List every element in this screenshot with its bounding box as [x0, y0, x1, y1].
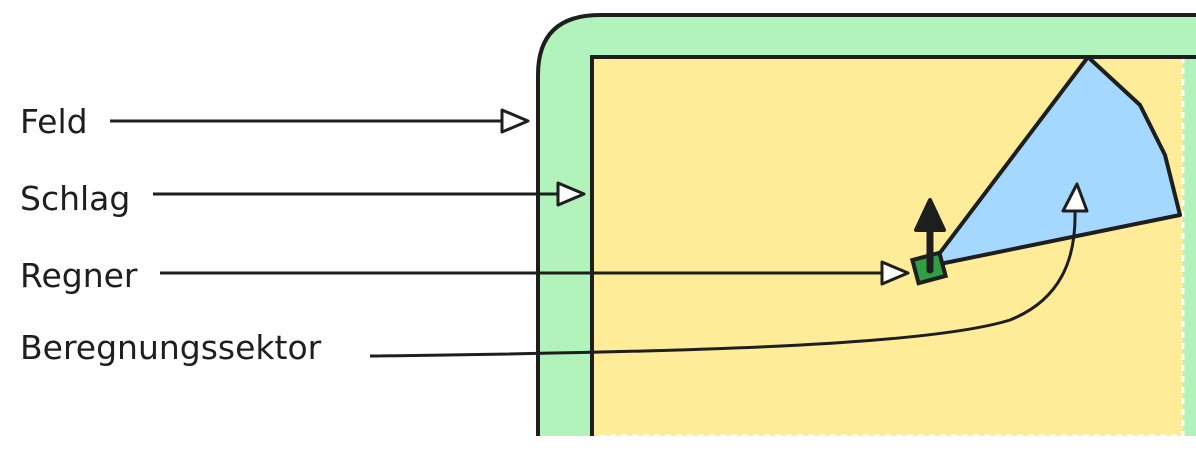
schlag-dashed-edge [592, 57, 1185, 438]
label-regner: Regner [20, 256, 138, 295]
label-beregnungssektor: Beregnungssektor [20, 328, 322, 367]
feld-border [536, 13, 1196, 436]
schlag-border [590, 55, 1196, 436]
beregnungssektor-area [928, 55, 1182, 268]
feld-arrowhead-icon [500, 108, 530, 134]
label-feld: Feld [20, 102, 88, 141]
label-schlag: Schlag [20, 179, 130, 218]
sektor-arrow-line [369, 211, 1077, 358]
regner-arrowhead-icon [880, 260, 910, 286]
sektor-arrowhead-icon [1061, 182, 1089, 213]
schlag-arrowhead-icon [556, 181, 586, 207]
regner-direction-arrow-head [914, 198, 946, 232]
